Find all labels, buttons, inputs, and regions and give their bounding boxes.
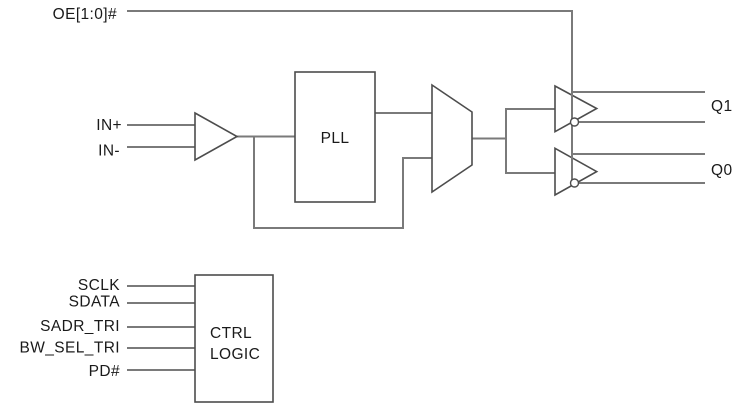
- sdata-label: SDATA: [69, 294, 121, 311]
- sclk-label: SCLK: [78, 277, 120, 294]
- sadr-tri-label: SADR_TRI: [40, 318, 120, 335]
- in-plus-label: IN+: [96, 117, 122, 134]
- pll-label: PLL: [321, 130, 350, 147]
- labels: OE[1:0]# IN+ IN- PLL Q1 Q0 SCLK SDATA SA…: [20, 6, 733, 380]
- wires: [127, 91, 705, 371]
- fanout-split-wire: [505, 108, 555, 174]
- ctrl-logic-label-line2: LOGIC: [210, 346, 260, 363]
- oe-label: OE[1:0]#: [53, 6, 117, 23]
- output-buffer-q0-triangle: [554, 146, 599, 197]
- q1-inversion-bubble-icon: [569, 117, 580, 127]
- pll-bypass-feedback-wire: [253, 136, 432, 229]
- q0-label: Q0: [711, 162, 732, 179]
- pd-label: PD#: [89, 363, 120, 380]
- q0-inversion-bubble-icon: [569, 178, 580, 188]
- shapes: [194, 71, 599, 403]
- ctrl-logic-label-line1: CTRL: [210, 325, 252, 342]
- input-buffer-triangle: [194, 111, 239, 162]
- ctrl-logic-block: [194, 274, 274, 403]
- mux-shape: [431, 83, 473, 194]
- in-minus-label: IN-: [98, 143, 120, 160]
- q1-label: Q1: [711, 98, 732, 115]
- bw-sel-tri-label: BW_SEL_TRI: [20, 340, 120, 357]
- pll-block: [294, 71, 376, 203]
